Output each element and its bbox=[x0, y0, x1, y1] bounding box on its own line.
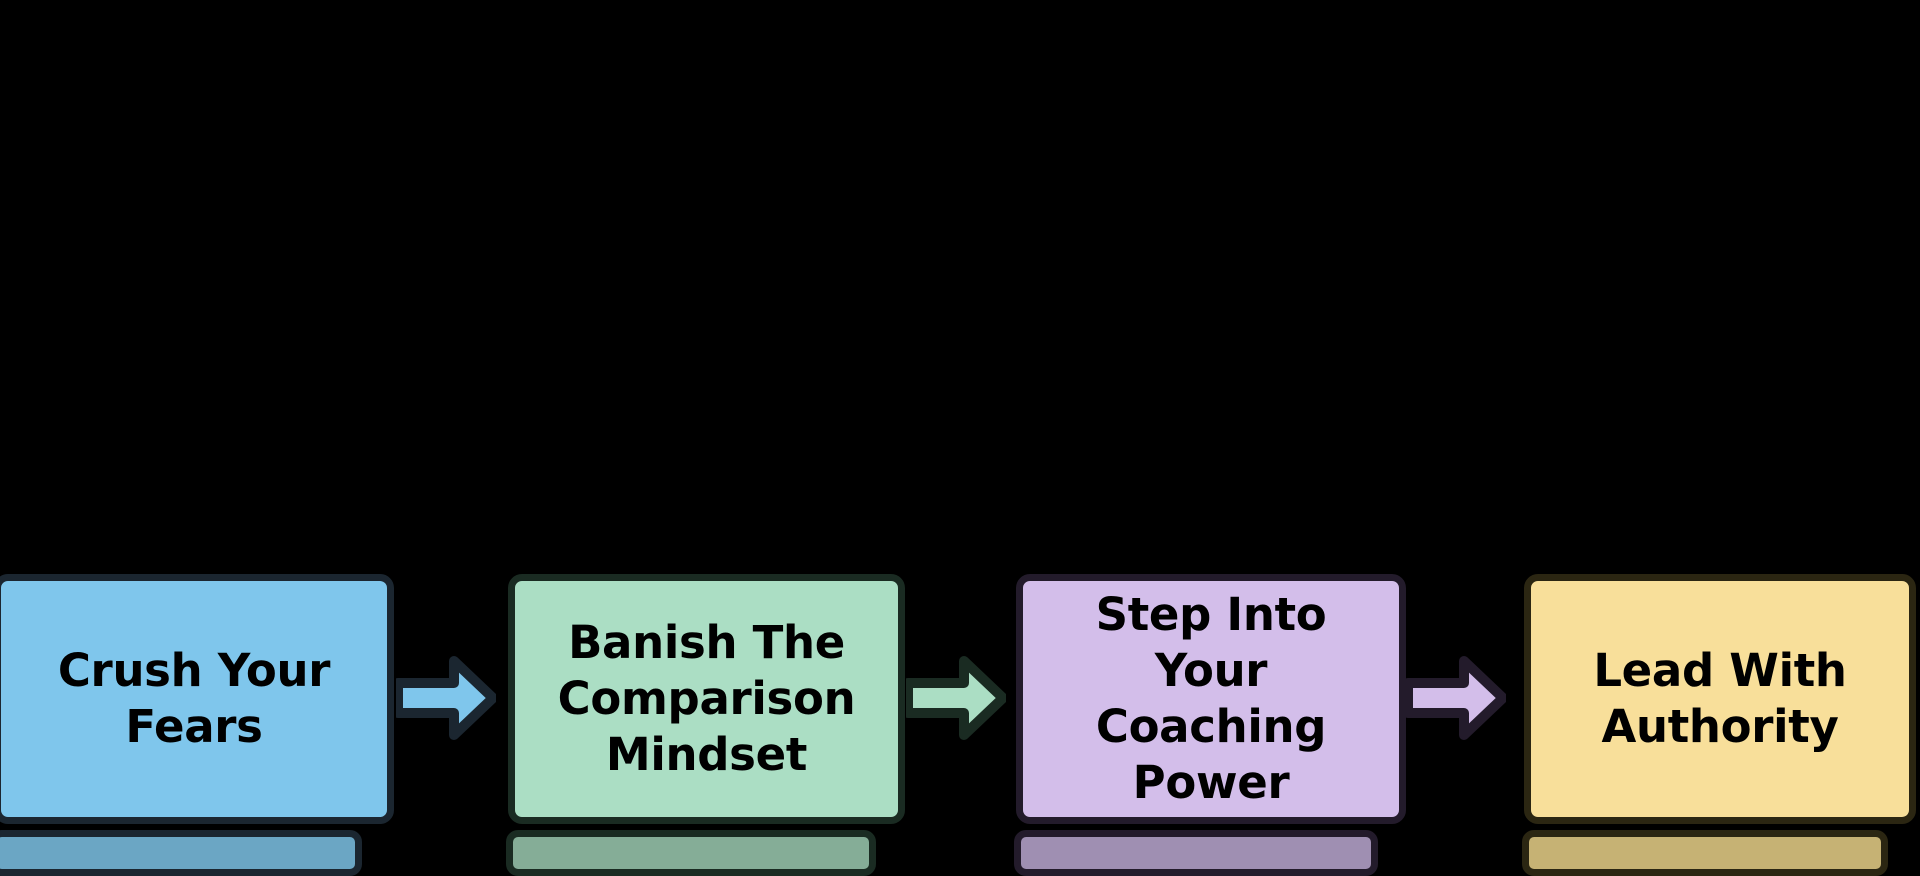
flow-node-label-line: Banish The bbox=[568, 615, 845, 669]
flow-node-label-line: Step Into Your bbox=[1095, 587, 1327, 697]
flow-arrow-right-1 bbox=[396, 655, 496, 741]
arrow-right-icon bbox=[396, 656, 496, 740]
flow-node-shelf-banish-the-comparison-mindset bbox=[506, 830, 876, 876]
flow-node-label: Step Into Your Coaching Power bbox=[1041, 587, 1381, 812]
flow-node-label-line: Fears bbox=[125, 700, 263, 753]
flow-node-label-line: Lead With bbox=[1593, 643, 1847, 697]
arrow-right-icon bbox=[1406, 656, 1506, 740]
flow-node-step-into-your-coaching-power[interactable]: Step Into Your Coaching Power bbox=[1016, 574, 1406, 824]
flow-node-shelf-crush-your-fears bbox=[0, 830, 362, 876]
flow-node-label-line: Crush Your bbox=[57, 643, 331, 697]
arrow-right-icon bbox=[906, 656, 1006, 740]
flow-node-label-line: Mindset bbox=[605, 728, 808, 782]
flow-node-label: Lead With Authority bbox=[1549, 643, 1891, 756]
flow-arrow-right-2 bbox=[906, 655, 1006, 741]
flow-node-shelf-step-into-your-coaching-power bbox=[1014, 830, 1378, 876]
flow-node-shelf-lead-with-authority bbox=[1522, 830, 1888, 876]
flow-node-lead-with-authority[interactable]: Lead With Authority bbox=[1524, 574, 1916, 824]
flow-node-banish-the-comparison-mindset[interactable]: Banish The Comparison Mindset bbox=[508, 574, 905, 824]
flow-node-label-line: Coaching bbox=[1095, 700, 1327, 753]
flow-node-label-line: Comparison bbox=[557, 671, 856, 725]
flow-node-label: Crush Your Fears bbox=[19, 643, 369, 756]
flow-node-label-line: Power bbox=[1132, 756, 1290, 810]
flow-node-label-line: Authority bbox=[1601, 700, 1839, 753]
flow-arrow-right-3 bbox=[1406, 655, 1506, 741]
flow-node-crush-your-fears[interactable]: Crush Your Fears bbox=[0, 574, 394, 824]
flow-node-label: Banish The Comparison Mindset bbox=[533, 615, 880, 784]
